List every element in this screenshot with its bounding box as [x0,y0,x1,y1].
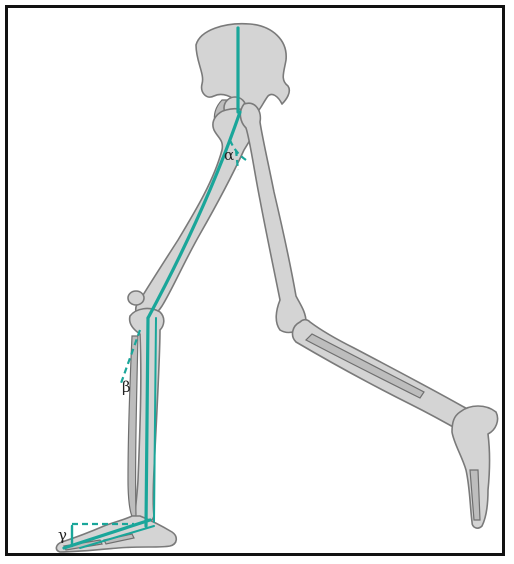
left-foot [56,516,176,552]
left-femur [128,109,254,319]
right-tibia [293,320,478,434]
beta-label: β [122,378,131,396]
right-femur [240,103,306,332]
gamma-label: γ [58,526,67,544]
tibial-axis [146,318,148,526]
right-foot [452,406,498,528]
alpha-label: α [224,146,234,164]
